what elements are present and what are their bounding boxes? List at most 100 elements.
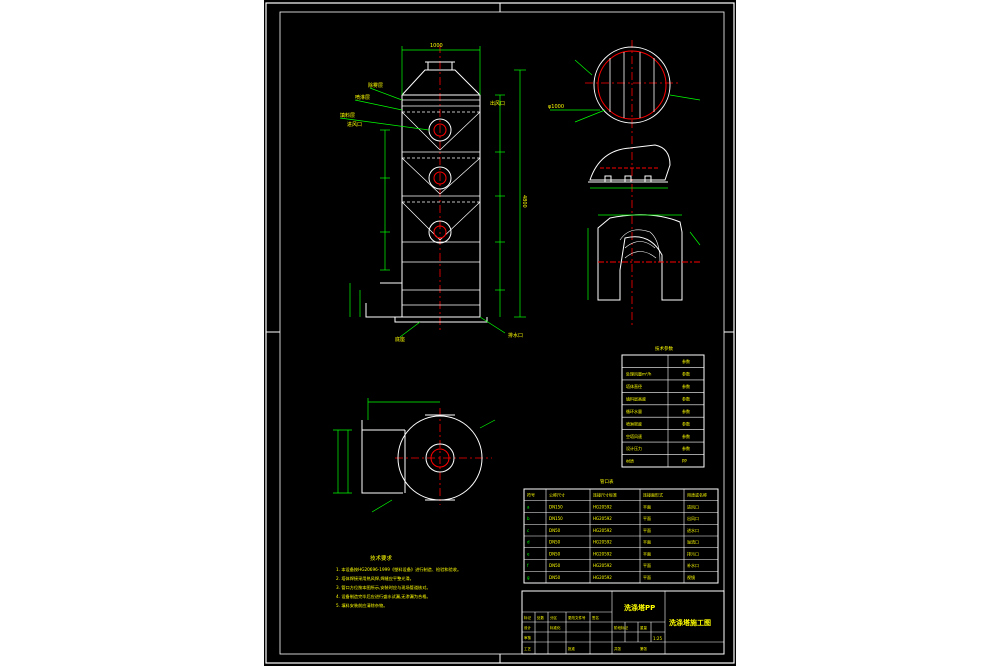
dim-total-height: 4800: [521, 195, 527, 208]
inlet-duct: [361, 420, 403, 494]
tech-note-4: 4. 设备制造完毕后应进行盛水试漏,无渗漏为合格。: [336, 593, 431, 600]
nozzle-cell-1-4: 出风口: [687, 515, 699, 521]
nozzle-cell-5-3: 平面: [643, 563, 651, 568]
tech-note-2: 2. 塔体焊接采用热风焊,焊缝应平整光滑。: [336, 575, 414, 582]
nozzle-cell-3-0: d: [527, 540, 530, 545]
title-block-frame: [521, 590, 725, 655]
tb-label-stage: 阶段标记: [614, 625, 628, 630]
param-value-0: 参数: [682, 358, 690, 364]
tech-notes-title: 技术要求: [370, 554, 393, 562]
tb-label-design: 设计: [524, 625, 532, 630]
nozzle-cell-4-2: HG20592: [593, 551, 612, 556]
tb-label-zone: 分区: [550, 615, 558, 620]
nozzle-cell-5-2: HG20592: [593, 563, 612, 568]
param-name-4: 循环水量: [626, 408, 642, 414]
title-scale: 1:25: [653, 636, 662, 641]
tower-plan-view: φ1000: [548, 40, 701, 325]
tb-label-total-sheets: 共张: [614, 646, 622, 651]
tower-top-cone: [401, 69, 481, 96]
tower-shell: [401, 94, 481, 318]
tb-label-review: 审核: [524, 635, 532, 640]
nozzle-cell-2-3: 平面: [643, 528, 651, 533]
tower-nozzles: [428, 118, 452, 244]
label-spray: 喷淋层: [355, 94, 370, 101]
tb-label-count: 处数: [537, 615, 545, 620]
nozzle-cell-5-4: 补水口: [687, 562, 699, 568]
label-demister: 除雾层: [368, 82, 383, 89]
nozzle-cell-6-2: HG20592: [593, 575, 612, 580]
nozzle-col-header-1: 公称尺寸: [549, 492, 565, 498]
nozzle-cell-3-2: HG20592: [593, 540, 612, 545]
tower-labels: 1000 4800 除雾层 喷淋层 填料层 进风口 出风口 排水口 底座: [340, 43, 527, 343]
plan-inner-ring: [597, 50, 667, 120]
param-name-3: 填料层高度: [626, 395, 646, 401]
tb-label-change-doc: 更改文件号: [568, 615, 586, 620]
param-value-3: 参数: [682, 395, 690, 401]
nozzle-cell-1-0: b: [527, 516, 530, 521]
label-outlet: 出风口: [490, 100, 505, 107]
nozzle-cell-2-1: DN50: [549, 528, 561, 533]
inner-frame: [279, 11, 725, 655]
nozzle-cell-4-4: 排污口: [687, 550, 699, 556]
label-base: 底座: [395, 336, 405, 343]
nozzle-cell-2-2: HG20592: [593, 528, 612, 533]
plan-outer-ring: [593, 46, 671, 124]
param-name-8: 材质: [626, 458, 634, 464]
tb-label-mark: 标记: [524, 615, 532, 620]
label-packing: 填料层: [340, 112, 355, 119]
nozzle-cell-6-0: g: [527, 575, 530, 580]
nozzle-cell-0-1: DN150: [549, 504, 563, 509]
nozzle-table-title: 管口表: [600, 478, 614, 485]
param-name-7: 设计压力: [626, 445, 642, 451]
plan-dim-label: φ1000: [548, 104, 564, 110]
param-value-7: 参数: [682, 445, 690, 451]
section-nozzle: [425, 443, 455, 473]
tower-elevation-view: 1000 4800 除雾层 喷淋层 填料层 进风口 出风口 排水口 底座: [339, 43, 527, 343]
nozzle-col-header-4: 用途或名称: [687, 492, 707, 498]
nozzle-col-header-3: 连接面形式: [643, 492, 663, 498]
nozzle-cell-3-3: 平面: [643, 540, 651, 545]
dim-top-width: 1000: [430, 43, 443, 49]
hood-outline: [589, 144, 671, 181]
nozzle-cell-2-0: c: [527, 528, 529, 533]
nozzle-cell-5-0: f: [527, 563, 529, 568]
param-name-6: 空塔风速: [626, 433, 642, 439]
nozzle-cell-0-4: 进风口: [687, 503, 699, 509]
tb-label-sheet-no: 第张: [640, 646, 648, 651]
tb-label-approve: 批准: [568, 646, 576, 651]
tech-note-5: 5. 填料安装前应清除杂物。: [336, 602, 387, 609]
tower-dimensions: [339, 46, 526, 338]
param-value-5: 参数: [682, 420, 690, 426]
parameter-table-title: 技术参数: [655, 345, 673, 352]
title-material: 洗涤塔PP: [624, 603, 655, 612]
nozzle-cell-4-3: 平面: [643, 551, 651, 556]
nozzle-cell-6-4: 视镜: [687, 574, 695, 580]
section-dimensions: [333, 398, 496, 513]
tower-section-view: [333, 398, 496, 513]
label-drain: 排水口: [508, 332, 523, 339]
param-value-2: 参数: [682, 383, 690, 389]
nozzle-cell-1-2: HG20592: [593, 516, 612, 521]
param-value-6: 参数: [682, 433, 690, 439]
plan-grid-bars: [609, 52, 655, 118]
nozzle-cell-3-1: DN50: [549, 540, 561, 545]
tech-note-3: 3. 管口方位按本图所示,安装时应与现场管道核对。: [336, 584, 431, 591]
nozzle-cell-1-3: 平面: [643, 516, 651, 521]
tb-label-standard: 标准化: [550, 625, 561, 630]
nozzle-col-header-2: 连接尺寸标准: [593, 492, 617, 498]
nozzle-cell-1-1: DN150: [549, 516, 563, 521]
param-name-1: 处理风量m³/h: [626, 371, 652, 377]
nozzle-cell-3-4: 溢流口: [687, 539, 699, 545]
nozzle-cell-0-3: 平面: [643, 504, 651, 509]
param-value-4: 参数: [682, 408, 690, 414]
param-value-8: PP: [682, 459, 687, 464]
param-name-5: 喷淋密度: [626, 420, 642, 426]
nozzle-cell-4-0: e: [527, 551, 530, 556]
tech-note-1: 1. 本设备按HG20696-1999《塑料设备》进行制造、检验和验收。: [336, 566, 461, 573]
param-value-1: 参数: [682, 371, 690, 377]
title-drawing-name: 洗涤塔施工图: [669, 618, 711, 627]
